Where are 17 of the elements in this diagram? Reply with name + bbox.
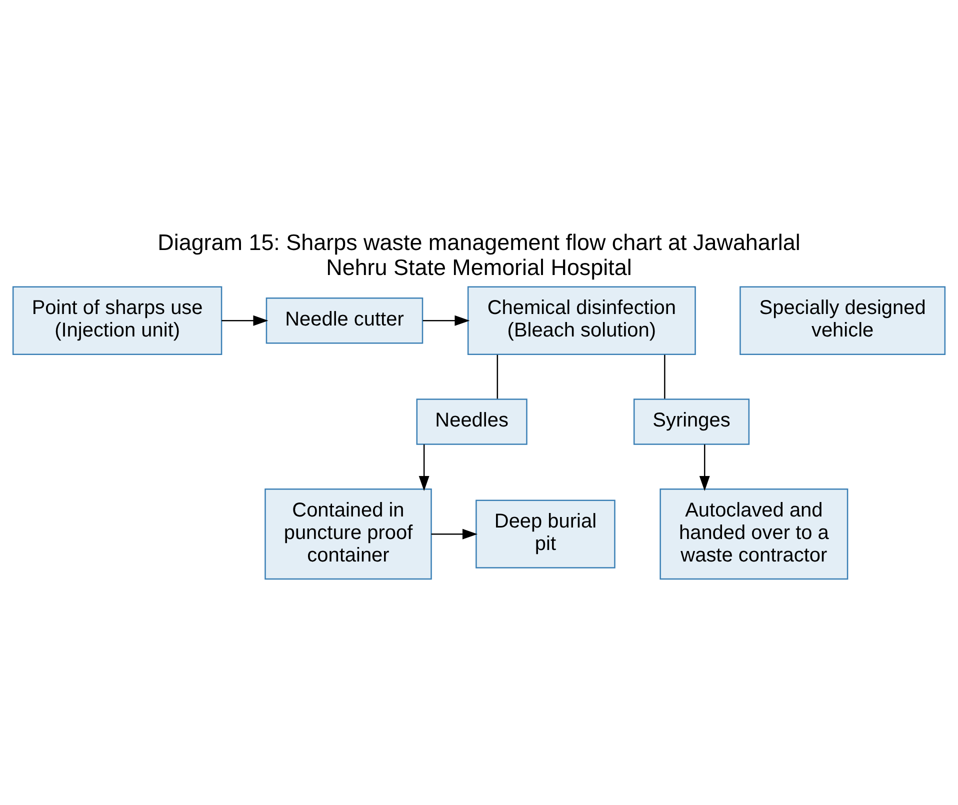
node-box: Deep burial pit [476,499,616,568]
node-box: Specially designed vehicle [740,286,946,354]
connector [664,354,666,398]
arrow [699,444,710,490]
node-box: Chemical disinfection (Bleach solution) [467,286,696,354]
diagram-title: Diagram 15: Sharps waste management flow chart at Jawaharlal Nehru State Memorial Hospital [158,229,800,280]
node-box: Autoclaved and handed over to a waste contractor [660,488,848,580]
arrow [222,314,268,326]
node-box: Syringes [633,398,750,444]
arrow [422,314,470,326]
arrow [418,444,430,490]
arrow [431,528,478,539]
node-box: Point of sharps use (Injection unit) [12,286,222,354]
connector [496,354,498,398]
node-box: Needles [416,398,528,444]
node-box: Contained in puncture proof container [264,488,432,580]
node-box: Needle cutter [266,297,424,344]
